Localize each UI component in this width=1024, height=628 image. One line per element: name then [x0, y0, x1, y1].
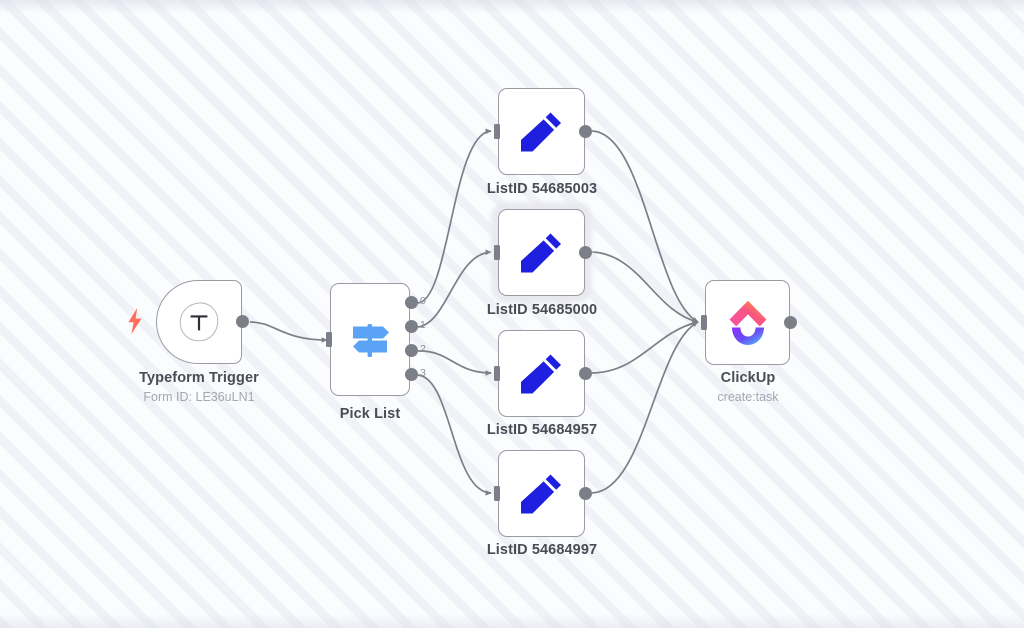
listid-54684957-body[interactable] [498, 330, 585, 417]
clickup-body[interactable] [705, 280, 790, 365]
pick-list-output-label-1: 1 [420, 319, 426, 331]
typeform-trigger-body[interactable] [156, 280, 242, 364]
pick-list-body[interactable] [330, 283, 410, 396]
listid-54684957-title: ListID 54684957 [486, 422, 598, 438]
typeform-trigger-title: Typeform Trigger [139, 370, 259, 386]
edge-54684997-to-clickup [591, 321, 699, 494]
typeform-t-logo-icon [176, 299, 222, 345]
pick-list-output-label-0: 0 [420, 295, 426, 307]
node-listid-54685000[interactable] [498, 209, 585, 296]
pencil-icon [517, 107, 567, 157]
pick-list-input-port[interactable] [326, 332, 332, 347]
pencil-icon [517, 349, 567, 399]
pick-list-output-port-3[interactable] [405, 368, 418, 381]
node-typeform-trigger[interactable] [156, 280, 242, 364]
listid-54685000-output-port[interactable] [579, 246, 592, 259]
edge-picklist-2-to-54684957 [417, 350, 492, 376]
pencil-icon [517, 469, 567, 519]
typeform-trigger-output-port[interactable] [236, 315, 249, 328]
edge-trigger-to-picklist [249, 321, 328, 343]
listid-54685003-input-port[interactable] [494, 124, 500, 139]
listid-54685000-input-port[interactable] [494, 245, 500, 260]
listid-54685000-title: ListID 54685000 [486, 302, 598, 318]
listid-54684957-output-port[interactable] [579, 367, 592, 380]
edge-picklist-0-to-54685003 [417, 128, 492, 304]
listid-54685003-output-port[interactable] [579, 125, 592, 138]
canvas-top-shade [0, 0, 1024, 14]
pick-list-output-port-0[interactable] [405, 296, 418, 309]
listid-54684997-title: ListID 54684997 [486, 542, 598, 558]
canvas-bottom-shade [0, 614, 1024, 628]
clickup-output-port[interactable] [784, 316, 797, 329]
clickup-logo-icon [722, 297, 774, 349]
listid-54684997-body[interactable] [498, 450, 585, 537]
node-pick-list[interactable] [330, 283, 410, 396]
pick-list-output-port-2[interactable] [405, 344, 418, 357]
pick-list-title: Pick List [339, 406, 401, 422]
pick-list-output-label-3: 3 [420, 367, 426, 379]
pick-list-output-label-2: 2 [420, 343, 426, 355]
listid-54685003-title: ListID 54685003 [486, 181, 598, 197]
pick-list-output-port-1[interactable] [405, 320, 418, 333]
listid-54684997-output-port[interactable] [579, 487, 592, 500]
node-clickup[interactable] [705, 280, 790, 365]
edge-54685003-to-clickup [591, 130, 699, 323]
lightning-bolt-icon [126, 308, 144, 334]
listid-54685000-body[interactable] [498, 209, 585, 296]
listid-54685003-body[interactable] [498, 88, 585, 175]
listid-54684997-input-port[interactable] [494, 486, 500, 501]
pencil-icon [517, 228, 567, 278]
node-listid-54685003[interactable] [498, 88, 585, 175]
node-listid-54684997[interactable] [498, 450, 585, 537]
node-listid-54684957[interactable] [498, 330, 585, 417]
listid-54684957-input-port[interactable] [494, 366, 500, 381]
edge-54684957-to-clickup [591, 320, 699, 374]
clickup-title: ClickUp [720, 370, 776, 386]
signpost-switch-icon [343, 313, 397, 367]
typeform-trigger-subtitle: Form ID: LE36uLN1 [143, 390, 255, 404]
clickup-input-port[interactable] [701, 315, 707, 330]
clickup-subtitle: create:task [717, 390, 779, 404]
